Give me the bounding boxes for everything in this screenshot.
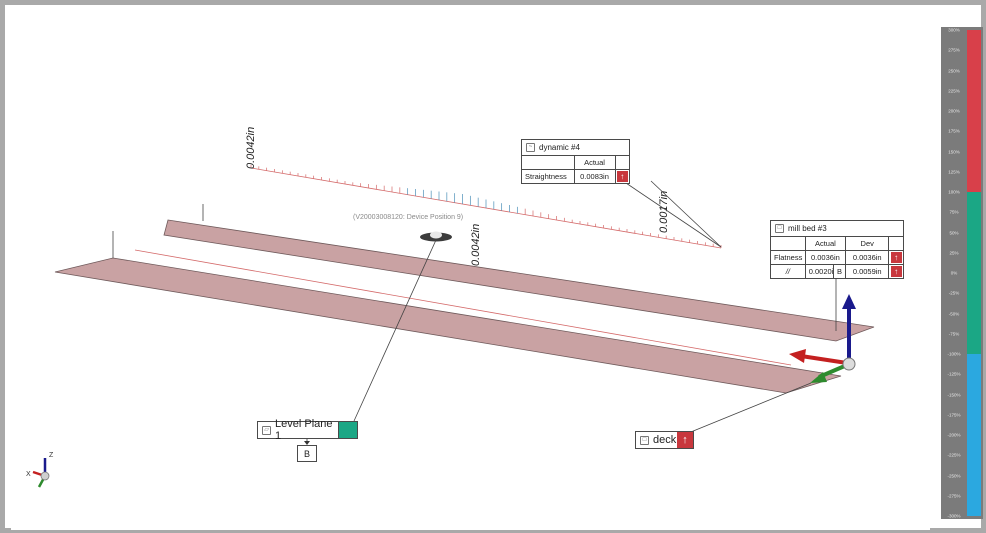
scale-ticks: 300% 275% 250% 225% 200% 175% 150% 125% 100% 75% 5… — [941, 27, 983, 519]
callout-mill-bed-header[interactable]: □ mill bed #3 — [771, 221, 903, 237]
row-actual: 0.0020in — [804, 264, 834, 278]
callout-mill-bed-title: mill bed #3 — [788, 223, 827, 233]
out-of-tolerance-up-icon: ↑ — [890, 266, 902, 277]
scale-tick-label: 150% — [948, 149, 960, 154]
row-name: Flatness — [771, 250, 806, 265]
scale-band-under — [967, 354, 981, 516]
callout-dynamic-title: dynamic #4 — [539, 142, 580, 152]
view-orientation-triad[interactable]: Z X — [26, 452, 54, 488]
color-scale-bar: 300% 275% 250% 225% 200% 175% 150% 125% 100% 75% 5… — [941, 27, 983, 519]
dimension-center: 0.0042in — [470, 224, 482, 266]
row-dev: 0.0036in — [845, 250, 890, 265]
scale-tick-label: 50% — [949, 230, 959, 235]
leader-dynamic-1 — [622, 180, 722, 248]
plane-feature-icon: □ — [640, 435, 649, 445]
deck-label[interactable]: □ deck ↑ — [635, 431, 694, 449]
scale-tick-label: 250% — [948, 68, 960, 73]
header-status-blank — [888, 237, 903, 251]
scale-tick-label: 175% — [948, 128, 960, 134]
callout-dynamic-header[interactable]: ~ dynamic #4 — [522, 140, 629, 156]
level-plane-label[interactable]: ▱ Level Plane 1 — [257, 418, 358, 442]
triad-x-label: X — [26, 471, 31, 478]
row-actual: 0.0036in — [804, 250, 847, 265]
scale-tick-label: -50% — [948, 311, 960, 316]
scale-tick-label: 125% — [948, 169, 960, 175]
leader-level-plane — [353, 239, 437, 422]
leader-dynamic-2 — [650, 180, 722, 248]
header-blank — [522, 156, 575, 170]
scale-tick-label: -225% — [947, 452, 961, 458]
row-dev: 0.0059in — [845, 264, 890, 278]
scale-tick-label: 25% — [949, 250, 959, 256]
scale-tick-label: -275% — [947, 493, 961, 499]
scale-tick-label: 225% — [948, 88, 960, 94]
callout-mill-bed-table: Actual Dev Flatness 0.0036in 0.0036in ↑ … — [771, 237, 903, 278]
scale-tick-label: -75% — [948, 331, 960, 337]
scale-tick-label: -100% — [947, 351, 961, 357]
coordinate-triad[interactable] — [789, 294, 856, 383]
scale-band-in-tolerance — [967, 192, 981, 354]
header-actual: Actual — [804, 237, 847, 251]
datum-b-label: B — [303, 448, 310, 459]
leader-deck — [680, 382, 812, 437]
callout-mill-bed[interactable]: □ mill bed #3 Actual Dev Flatness 0.0036… — [770, 220, 904, 279]
row-datum: B — [832, 264, 847, 278]
upper-plane-surface[interactable] — [163, 219, 875, 342]
scale-tick-label: -250% — [947, 473, 961, 478]
table-row[interactable]: Flatness 0.0036in 0.0036in ↑ — [771, 250, 903, 265]
lower-plane-surface[interactable] — [54, 257, 842, 394]
table-row[interactable]: Straightness 0.0083in ↑ — [522, 169, 629, 183]
out-of-tolerance-up-icon: ↑ — [616, 171, 628, 182]
line-feature-icon: ~ — [526, 143, 535, 152]
scene-canvas[interactable]: 0.0042in 0.0042in 0.0017in (V20003008120… — [11, 11, 930, 530]
out-of-tolerance-up-icon: ↑ — [890, 252, 902, 263]
row-actual: 0.0083in — [573, 169, 616, 183]
dimension-left-top: 0.0042in — [245, 127, 257, 169]
header-dev: Dev — [845, 237, 890, 251]
scale-tick-label: -175% — [947, 412, 961, 418]
plane-feature-icon: □ — [775, 224, 784, 233]
callout-dynamic[interactable]: ~ dynamic #4 Actual Straightness 0.0083i… — [521, 139, 630, 184]
scale-tick-label: -125% — [947, 371, 961, 377]
datum-flag-triangle — [304, 441, 310, 445]
plane-feature-icon: ▱ — [262, 425, 271, 435]
scale-tick-label: -300% — [947, 513, 961, 519]
parallelism-symbol: // — [771, 264, 806, 278]
measured-line — [134, 249, 792, 366]
table-row[interactable]: // 0.0020in B 0.0059in ↑ — [771, 264, 903, 278]
3d-viewport[interactable]: 0.0042in 0.0042in 0.0017in (V20003008120… — [11, 11, 930, 530]
out-of-tolerance-up-icon: ↑ — [677, 432, 693, 448]
header-blank — [771, 237, 806, 251]
scale-tick-label: -150% — [947, 392, 961, 397]
scale-tick-label: 275% — [948, 47, 960, 53]
scale-tick-label: -25% — [948, 290, 960, 296]
header-actual: Actual — [573, 156, 616, 170]
device-icon[interactable] — [420, 231, 452, 242]
scale-tick-label: 0% — [950, 270, 958, 276]
scale-band-over — [967, 30, 981, 192]
callout-dynamic-table: Actual Straightness 0.0083in ↑ — [522, 156, 629, 183]
device-position-label: (V20003008120: Device Position 9) — [353, 214, 463, 221]
datum-b-box[interactable]: B — [297, 445, 317, 462]
in-tolerance-status-swatch — [338, 422, 357, 438]
dimension-right: 0.0017in — [658, 191, 670, 233]
level-plane-text: Level Plane 1 — [275, 418, 333, 442]
scale-tick-label: 75% — [949, 209, 959, 215]
scale-tick-label: 300% — [948, 27, 960, 33]
row-name: Straightness — [522, 169, 575, 183]
scale-tick-label: 200% — [948, 108, 960, 114]
deviation-ticks — [250, 165, 722, 248]
header-status-blank — [614, 156, 629, 170]
scale-tick-label: -200% — [947, 432, 961, 438]
triad-z-label: Z — [49, 452, 54, 459]
deck-text: deck — [653, 434, 677, 446]
scale-tick-label: 100% — [948, 189, 960, 195]
